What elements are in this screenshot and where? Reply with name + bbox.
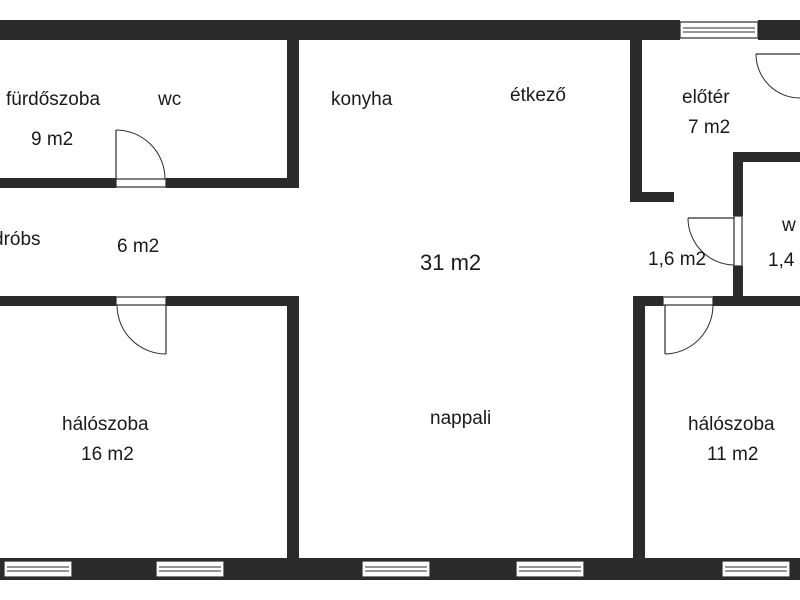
wall-bathroom-right <box>287 40 299 188</box>
label-wc-right-area: 1,4 <box>768 250 795 271</box>
label-dining: étkező <box>510 85 566 106</box>
door-bedroom-right <box>662 296 714 355</box>
wall-bedroom-left-right <box>287 296 299 560</box>
label-bathroom-area: 9 m2 <box>31 129 73 150</box>
label-bedroom-left: hálószoba <box>62 414 149 435</box>
label-wardrobe-area: 6 m2 <box>117 236 159 257</box>
doors <box>115 53 800 355</box>
door-bedroom-left <box>115 296 167 355</box>
window-bottom-4 <box>515 560 585 578</box>
window-bottom-3 <box>361 560 431 578</box>
label-kitchen: konyha <box>331 89 393 110</box>
wall-wc-left-lower <box>733 266 743 304</box>
label-living-room: nappali <box>430 408 491 429</box>
label-bedroom-right: hálószoba <box>688 414 775 435</box>
wall-bedroom-right-left <box>633 296 645 560</box>
label-bedroom-left-area: 16 m2 <box>81 444 134 465</box>
window-bottom-1 <box>3 560 73 578</box>
window-top-entrance <box>679 21 759 39</box>
wall-entrance-bottom <box>733 152 800 162</box>
room-labels: fürdőszoba 9 m2 wc konyha étkező előtér … <box>0 85 796 465</box>
wall-wc-left-upper <box>733 152 743 216</box>
label-bathroom: fürdőszoba <box>6 89 100 110</box>
wall-bedroom-right-top <box>633 296 663 306</box>
label-wardrobe: dróbs <box>0 229 41 250</box>
wall-bedroom-left-top-2 <box>166 296 299 306</box>
label-wc-right: w <box>781 215 796 236</box>
wall-bedroom-left-top <box>0 296 116 306</box>
wall-bathroom-bottom-2 <box>166 178 299 188</box>
window-bottom-5 <box>721 560 791 578</box>
window-bottom-2 <box>155 560 225 578</box>
wall-entrance-left <box>630 40 642 202</box>
door-bathroom <box>115 129 167 188</box>
wall-bathroom-bottom <box>0 178 116 188</box>
label-wc-top: wc <box>157 89 181 110</box>
door-entrance <box>755 53 800 99</box>
windows <box>3 21 791 578</box>
wall-entrance-stub <box>630 192 674 202</box>
label-bedroom-right-area: 11 m2 <box>707 444 758 465</box>
label-corridor-area: 1,6 m2 <box>648 249 706 270</box>
label-entrance-area: 7 m2 <box>688 117 730 138</box>
label-entrance: előtér <box>682 87 730 108</box>
wall-bedroom-right-top-2 <box>713 296 800 306</box>
label-main-area: 31 m2 <box>420 250 481 275</box>
door-wc-right <box>687 215 743 267</box>
wall-top <box>0 20 680 40</box>
wall-top-right <box>758 20 800 40</box>
